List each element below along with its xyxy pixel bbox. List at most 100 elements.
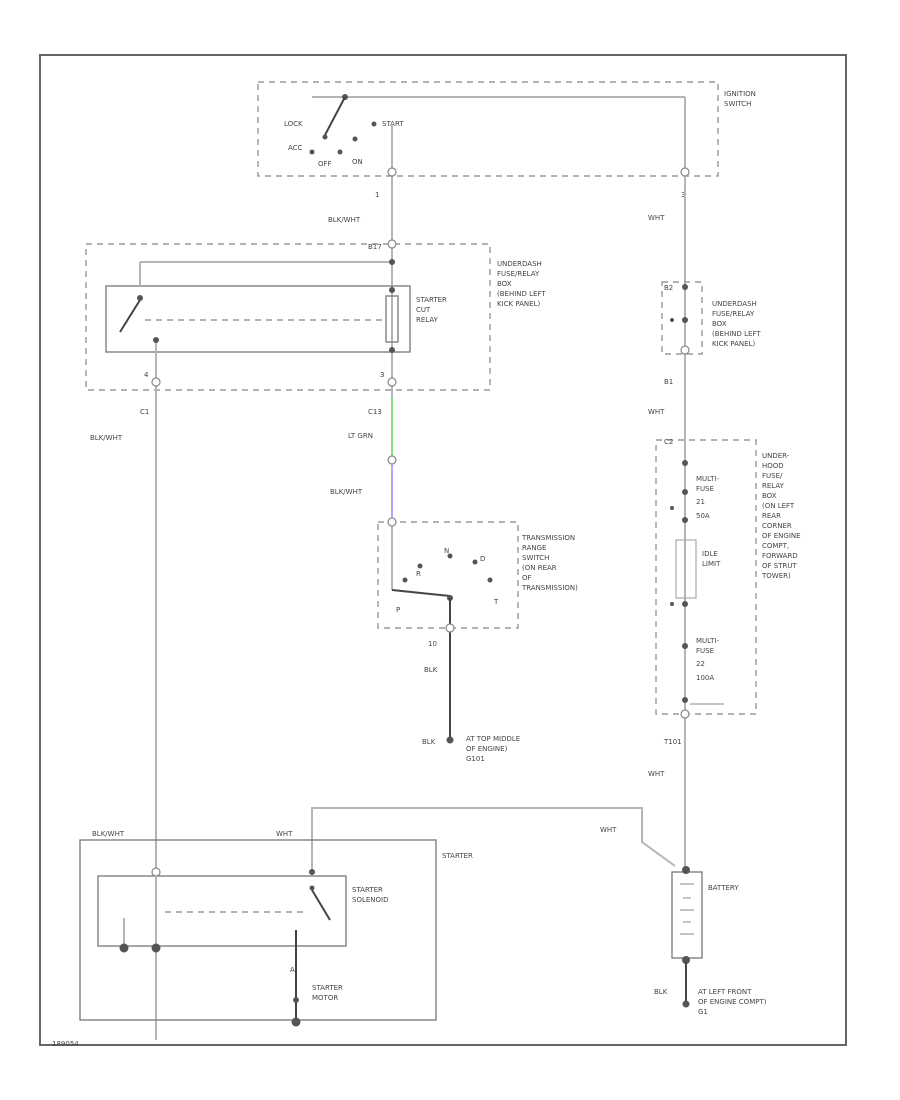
underhood-title-3: FUSE/ (762, 472, 783, 480)
motor-label-1: STARTER (312, 984, 343, 992)
relay-switch-contact (137, 295, 143, 301)
underdash-2-title-4: (BEHIND LEFT (712, 330, 761, 338)
trans-pos-d: D (480, 555, 485, 563)
solenoid-ground-dot (119, 943, 129, 953)
ignition-contact (322, 134, 328, 140)
starter-motor-ground (291, 1017, 301, 1027)
ground-1-dot (446, 736, 454, 744)
battery-pos-terminal (682, 866, 690, 874)
motor-label-2: MOTOR (312, 994, 338, 1002)
trans-switch-arm (391, 589, 451, 597)
ignition-contact (352, 136, 358, 142)
ignition-off-label: OFF (318, 160, 332, 168)
battery: BATTERY (671, 866, 739, 1002)
underhood-contact (682, 601, 688, 607)
wire-label-w2: WHT (648, 214, 665, 222)
underhood-terminal (680, 709, 690, 719)
underdash-2-title-3: BOX (712, 320, 727, 328)
underhood-box (655, 439, 757, 715)
trans-pos-p: P (396, 606, 400, 614)
ignition-title-line1: IGNITION (724, 90, 756, 98)
solenoid-label-1: STARTER (352, 886, 383, 894)
underdash-2-title-5: KICK PANEL) (712, 340, 755, 348)
wire-label-w7: WHT (648, 770, 665, 778)
underhood-title-7: REAR (762, 512, 781, 520)
trans-title-6: TRANSMISSION) (521, 584, 578, 592)
trans-title-4: (ON REAR (522, 564, 557, 572)
fuse1-line4: 50A (696, 512, 710, 520)
underhood-splice (670, 506, 674, 510)
ignition-switch: LOCK ACC OFF ON START IGNITION SWITCH 1 … (257, 81, 756, 199)
starter: A BLK/WHT WHT STARTER STARTER SOLENOID S… (79, 830, 473, 1027)
ignition-pin-left: 1 (375, 191, 379, 199)
relay-output-contact (153, 337, 159, 343)
ignition-start-label: START (382, 120, 404, 128)
trans-switch-box (377, 521, 519, 629)
trans-pos-r: R (416, 570, 421, 578)
underdash-1-title-1: UNDERDASH (497, 260, 542, 268)
trans-pos-n: N (444, 547, 449, 555)
underdash-2-title-2: FUSE/RELAY (712, 310, 755, 318)
ground-g1: BLK AT LEFT FRONT OF ENGINE COMPT) G1 (654, 988, 767, 1016)
solenoid-contact-arm (311, 889, 331, 921)
ignition-terminal-bat (680, 167, 690, 177)
relay-switch-arm (119, 299, 141, 333)
underhood-contact (682, 460, 688, 466)
underhood-fuse-box: C2 MULTI- FUSE 21 50A IDLE LIMIT MULTI- … (655, 438, 801, 746)
fuse2-line4: 100A (696, 674, 714, 682)
underdash-2-conn-bottom: B1 (664, 378, 673, 386)
underhood-title-2: HOOD (762, 462, 784, 470)
underhood-contact (682, 489, 688, 495)
underdash-1-terminal-left (151, 377, 161, 387)
starter-motor-terminal (293, 997, 299, 1003)
underhood-title-10: COMPT, (762, 542, 789, 550)
ignition-contact (337, 149, 343, 155)
solenoid-label-2: SOLENOID (352, 896, 388, 904)
trans-pos-t: T (493, 598, 499, 606)
underhood-contact (682, 517, 688, 523)
battery-body (671, 871, 703, 959)
underdash-2-box (661, 281, 703, 355)
underhood-contact (682, 643, 688, 649)
fuse1-line3: 21 (696, 498, 705, 506)
ignition-contact (371, 121, 377, 127)
battery-neg-terminal (682, 956, 690, 964)
ignition-acc-label: ACC (288, 144, 303, 152)
wire-label-w6: WHT (648, 408, 665, 416)
underdash-1-pin-top (387, 239, 397, 249)
ground-2-label-3: G1 (698, 1008, 708, 1016)
underdash-2-contact (682, 284, 688, 290)
ground-1-label-2: OF ENGINE) (466, 745, 508, 753)
ignition-lock-label: LOCK (284, 120, 303, 128)
underhood-title-13: TOWER) (761, 572, 791, 580)
ignition-on-label: ON (352, 158, 363, 166)
ignition-switch-arm (324, 96, 346, 136)
underhood-title-6: (ON LEFT (762, 502, 795, 510)
starter-pin-a: A (290, 966, 295, 974)
wire-label-trans-blk: BLK (424, 666, 438, 674)
underdash-2-title-1: UNDERDASH (712, 300, 757, 308)
underhood-title-9: OF ENGINE (762, 532, 801, 540)
trans-contact-p (402, 577, 408, 583)
idle-line2: LIMIT (702, 560, 721, 568)
ground-2-dot (682, 1000, 690, 1008)
starter-solenoid-box (97, 875, 347, 947)
wire-label-w8: WHT (600, 826, 617, 834)
underdash-1-title-2: FUSE/RELAY (497, 270, 540, 278)
ignition-pin-right: 3 (681, 191, 685, 199)
trans-pin-bottom: 10 (428, 640, 437, 648)
ignition-title-line2: SWITCH (724, 100, 751, 108)
trans-contact-d (472, 559, 478, 565)
starter-terminal-left (151, 867, 161, 877)
wire-label-w3: BLK/WHT (90, 434, 123, 442)
underdash-fuse-box-1: B17 STARTER CUT RELAY UNDERDASH FUSE/REL… (85, 239, 546, 1040)
starter-cut-relay-box (105, 285, 411, 353)
trans-contact-n (447, 553, 453, 559)
underdash-2-contact (682, 317, 688, 323)
fuse1-line2: FUSE (696, 485, 714, 493)
trans-title-5: OF (522, 574, 532, 582)
diagram-frame (39, 54, 847, 1046)
diagram-code: 189054 (52, 1040, 79, 1048)
wire-label-w5: BLK/WHT (330, 488, 363, 496)
underdash-2-splice (670, 318, 674, 322)
